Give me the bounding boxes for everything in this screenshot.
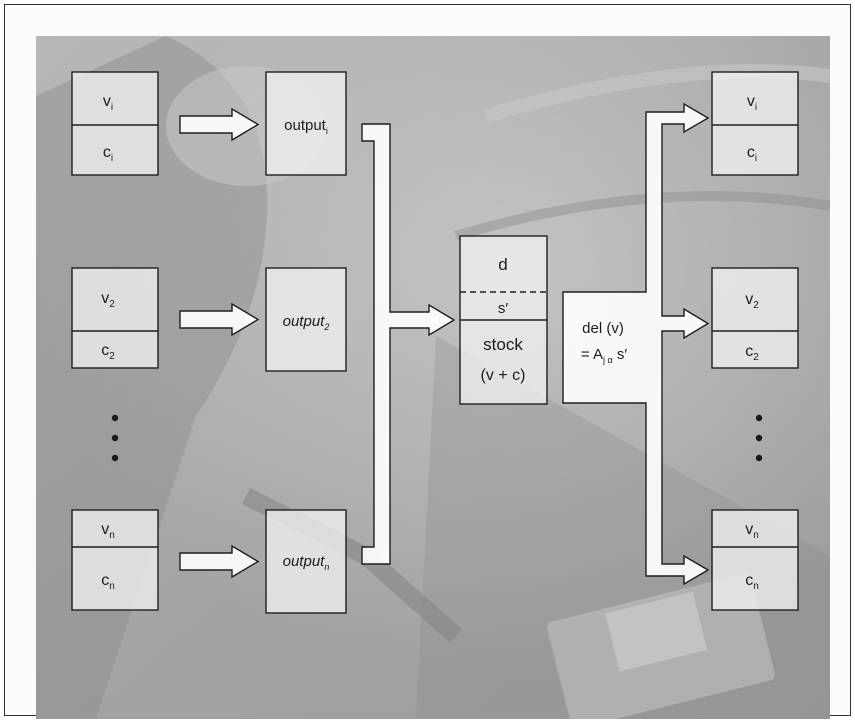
recipient-box-n — [712, 510, 798, 610]
arrow-producer-1 — [180, 109, 258, 140]
distribution-formula-line1: del (v) — [582, 320, 624, 337]
arrow-producer-2 — [180, 304, 258, 335]
output-2-label: output2 — [283, 313, 330, 332]
producer-ellipsis — [112, 415, 118, 461]
output-n-label: outputn — [283, 553, 330, 572]
collector-channel — [362, 124, 454, 564]
arrow-producer-n — [180, 546, 258, 577]
producer-box-1 — [72, 72, 158, 175]
recipient-ellipsis — [756, 415, 762, 461]
distribution-channel — [563, 104, 708, 584]
pool-stock-formula: (v + c) — [481, 367, 526, 384]
producer-box-n — [72, 510, 158, 610]
pool-stock: stock — [483, 335, 523, 354]
pool-s-prime: s′ — [498, 300, 509, 317]
producer-box-2 — [72, 268, 158, 368]
pool-d: d — [498, 255, 507, 274]
output-1-label: outputi — [284, 117, 328, 136]
